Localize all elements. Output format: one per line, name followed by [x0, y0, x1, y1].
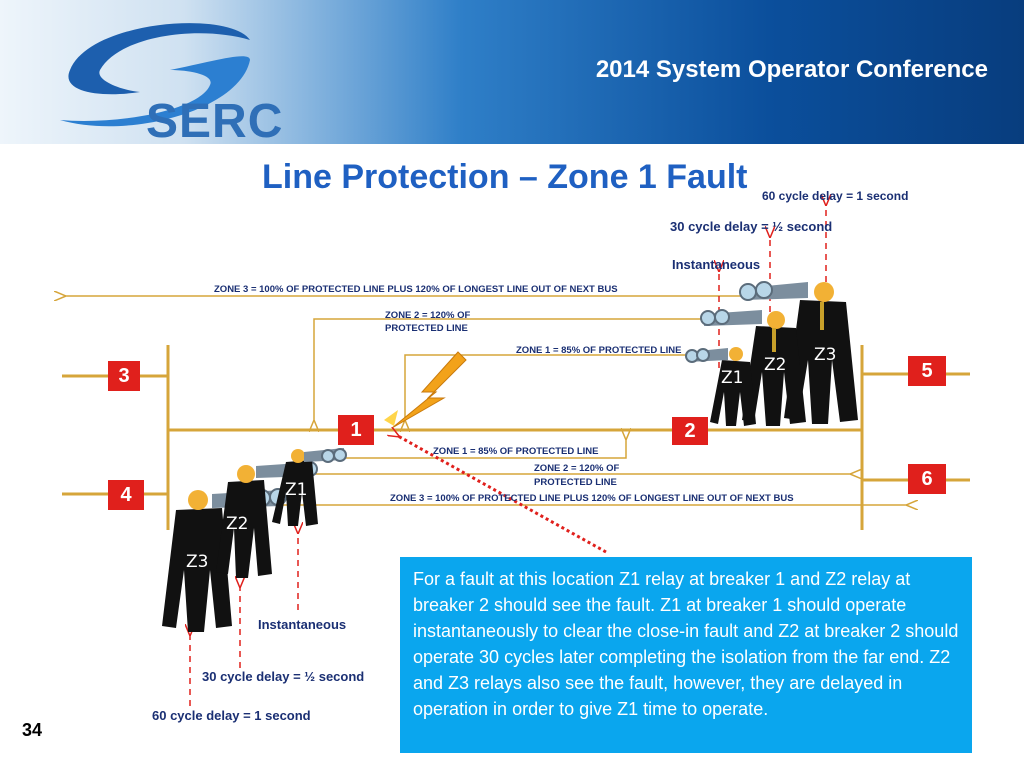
top-z3-tag: Z3	[814, 345, 837, 365]
top-z1-tag: Z1	[721, 368, 744, 388]
bottom-zone2-label-line2: PROTECTED LINE	[534, 477, 617, 488]
bottom-30cycle-label: 30 cycle delay = ½ second	[202, 669, 365, 684]
serc-logo-text: SERC	[146, 95, 284, 145]
top-60cycle-label: 60 cycle delay = 1 second	[762, 189, 909, 203]
top-zone3-label: ZONE 3 = 100% OF PROTECTED LINE PLUS 120…	[214, 284, 618, 295]
top-relay-z2-figure-icon	[700, 309, 806, 426]
top-relay-z1-figure-icon	[685, 347, 756, 426]
top-zone1-label: ZONE 1 = 85% OF PROTECTED LINE	[516, 345, 682, 356]
conference-title: 2014 System Operator Conference	[595, 56, 988, 83]
top-30cycle-label: 30 cycle delay = ½ second	[670, 219, 833, 234]
breaker-4: 4	[108, 480, 144, 510]
fault-lightning-icon	[384, 351, 467, 429]
bottom-z1-tag: Z1	[285, 480, 308, 500]
bottom-instant-label: Instantaneous	[258, 617, 347, 632]
bottom-z3-tag: Z3	[186, 552, 209, 572]
explanation-box: For a fault at this location Z1 relay at…	[400, 557, 972, 753]
breaker-2: 2	[672, 417, 708, 445]
breaker-5: 5	[908, 356, 946, 386]
serc-logo-swoosh	[60, 23, 250, 127]
top-instant-label: Instantaneous	[672, 257, 761, 272]
fault-pointer	[398, 436, 607, 554]
bottom-zone2-label-line1: ZONE 2 = 120% OF	[534, 463, 620, 474]
top-zone2-arrow	[314, 318, 708, 422]
breaker-1: 1	[338, 415, 374, 445]
slide-title: Line Protection – Zone 1 Fault	[262, 158, 748, 196]
top-zone2-label-line2: PROTECTED LINE	[385, 323, 468, 334]
bottom-z2-tag: Z2	[226, 514, 249, 534]
page-number: 34	[22, 720, 43, 740]
bottom-zone1-label: ZONE 1 = 85% OF PROTECTED LINE	[433, 446, 599, 457]
top-zone2-label-line1: ZONE 2 = 120% OF	[385, 310, 471, 321]
bottom-relay-z1-figure-icon	[272, 448, 347, 526]
breaker-6: 6	[908, 464, 946, 494]
top-z2-tag: Z2	[764, 355, 787, 375]
header-banner: SERC 2014 System Operator Conference	[0, 0, 1024, 144]
bottom-zone3-label: ZONE 3 = 100% OF PROTECTED LINE PLUS 120…	[390, 493, 794, 504]
top-zone1-arrow	[405, 354, 715, 422]
breaker-3: 3	[108, 361, 140, 391]
bottom-60cycle-label: 60 cycle delay = 1 second	[152, 708, 311, 723]
